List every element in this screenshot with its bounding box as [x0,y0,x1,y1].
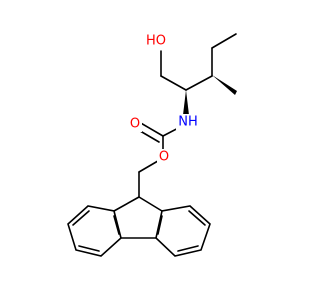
carbonyl-oxygen-label-bg [128,116,142,132]
ester-oxygen-label-bg [157,149,171,165]
bond-beta-alpha [185,75,213,91]
amine-label-bg [176,114,200,130]
wedge-layer [183,75,237,115]
left-ring-double-1 [113,215,120,235]
wedge-alpha-nitrogen [183,90,189,115]
right-ring-double-2 [177,245,199,252]
hydroxyl-label: HO [146,34,166,49]
atom-label-layer: HO NH O O [128,33,200,165]
amine-label: NH [178,115,198,130]
right-ring-double-3 [188,210,206,226]
bond-c9-left [113,196,140,212]
carbonyl-oxygen-label: O [130,117,140,132]
left-ring-double-3 [72,210,90,226]
right-benzene-ring [155,205,211,257]
bond-c9-right [138,196,163,212]
bond-carbonyl-double-a [138,121,164,137]
ester-oxygen-label: O [159,150,169,165]
molecule-structure-diagram: HO NH O O [67,33,237,257]
left-ring-double-2 [78,245,100,252]
bond-ethyl-ch3 [211,33,237,49]
bond-layer [67,33,237,257]
right-ring-double-1 [157,215,163,235]
left-benzene-ring [67,205,122,257]
hydroxyl-label-bg [144,33,168,49]
wedge-methyl [212,75,237,95]
bond-alpha-ch2 [160,75,187,91]
